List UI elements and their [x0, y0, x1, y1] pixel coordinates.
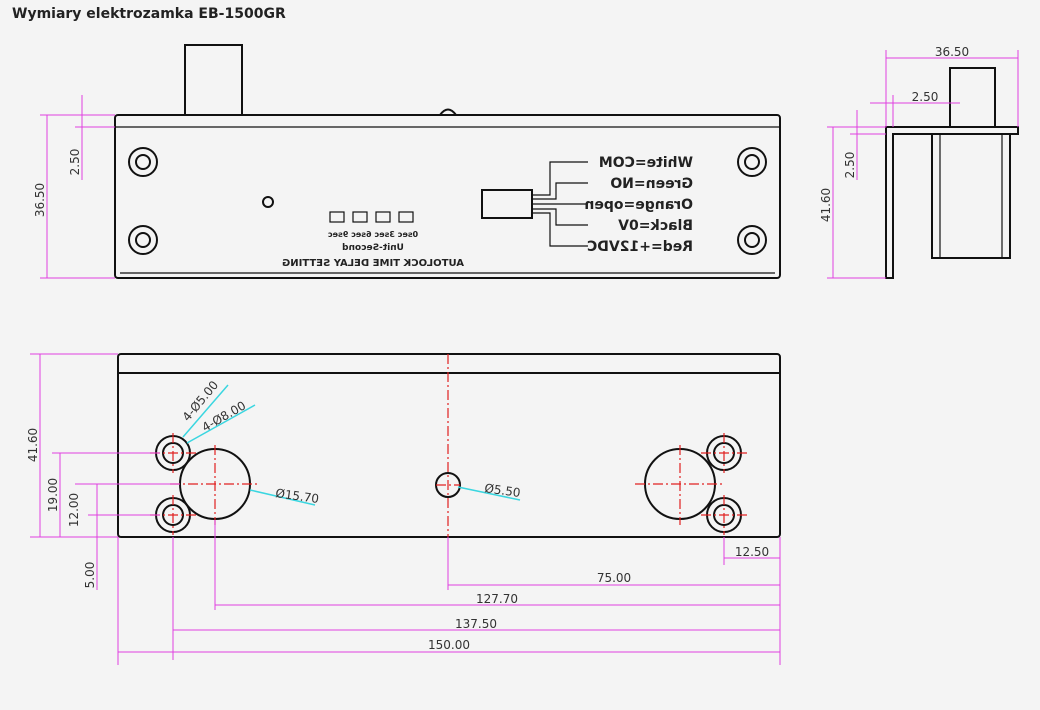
dim-75: 75.00 — [597, 571, 631, 585]
dim-edge: 12.50 — [735, 545, 769, 559]
dim-137: 137.50 — [455, 617, 497, 631]
dim-center-hole: Ø5.50 — [484, 481, 522, 500]
dim-rail: 2.50 — [68, 149, 82, 176]
bracket — [885, 126, 1019, 279]
drawing-title: Wymiary elektrozamka EB-1500GR — [12, 6, 286, 22]
bolt-shaft — [184, 44, 243, 116]
bottom-view: 4-Ø5.00 4-Ø8.00 Ø15.70 Ø5.50 41.60 19.00… — [26, 353, 781, 665]
dim-height: 36.50 — [33, 183, 47, 217]
bump — [439, 108, 457, 116]
lock-body-side — [931, 133, 1011, 259]
wire-label: White=COM — [599, 155, 693, 171]
dim-width: 36.50 — [935, 45, 969, 59]
delay-label: AUTOLOCK TIME DELAY SETTING — [282, 258, 464, 269]
dim-height: 41.60 — [26, 428, 40, 462]
dim-height: 41.60 — [819, 188, 833, 222]
dim-150: 150.00 — [428, 638, 470, 652]
delay-options: 0sec 3sec 6sec 9sec — [328, 230, 419, 239]
delay-unit: Unit-Second — [342, 243, 404, 253]
wire-label: Orange=open — [584, 197, 693, 213]
wire-label: Black=0V — [618, 218, 693, 234]
dim-19: 19.00 — [46, 478, 60, 512]
lock-body — [114, 114, 781, 279]
connector — [481, 189, 533, 219]
dim-rail: 2.50 — [843, 152, 857, 179]
dim-12: 12.00 — [67, 493, 81, 527]
dim-thickness: 2.50 — [912, 90, 939, 104]
mount-hole — [128, 147, 767, 255]
lock-bottom — [117, 353, 781, 538]
dim-5: 5.00 — [83, 562, 97, 589]
front-view: 0sec 3sec 6sec 9sec Unit-Second AUTOLOCK… — [33, 44, 781, 279]
wire-label: Red=+12VDC — [587, 239, 693, 255]
bolt-shaft — [949, 67, 996, 128]
dim-127: 127.70 — [476, 592, 518, 606]
dim-big-hole: Ø15.70 — [275, 486, 320, 506]
wire-label: Green=NO — [610, 176, 693, 192]
led-indicator — [262, 196, 274, 208]
dip-switch-icon — [329, 211, 414, 223]
side-view: 36.50 2.50 41.60 2.50 — [819, 45, 1019, 279]
